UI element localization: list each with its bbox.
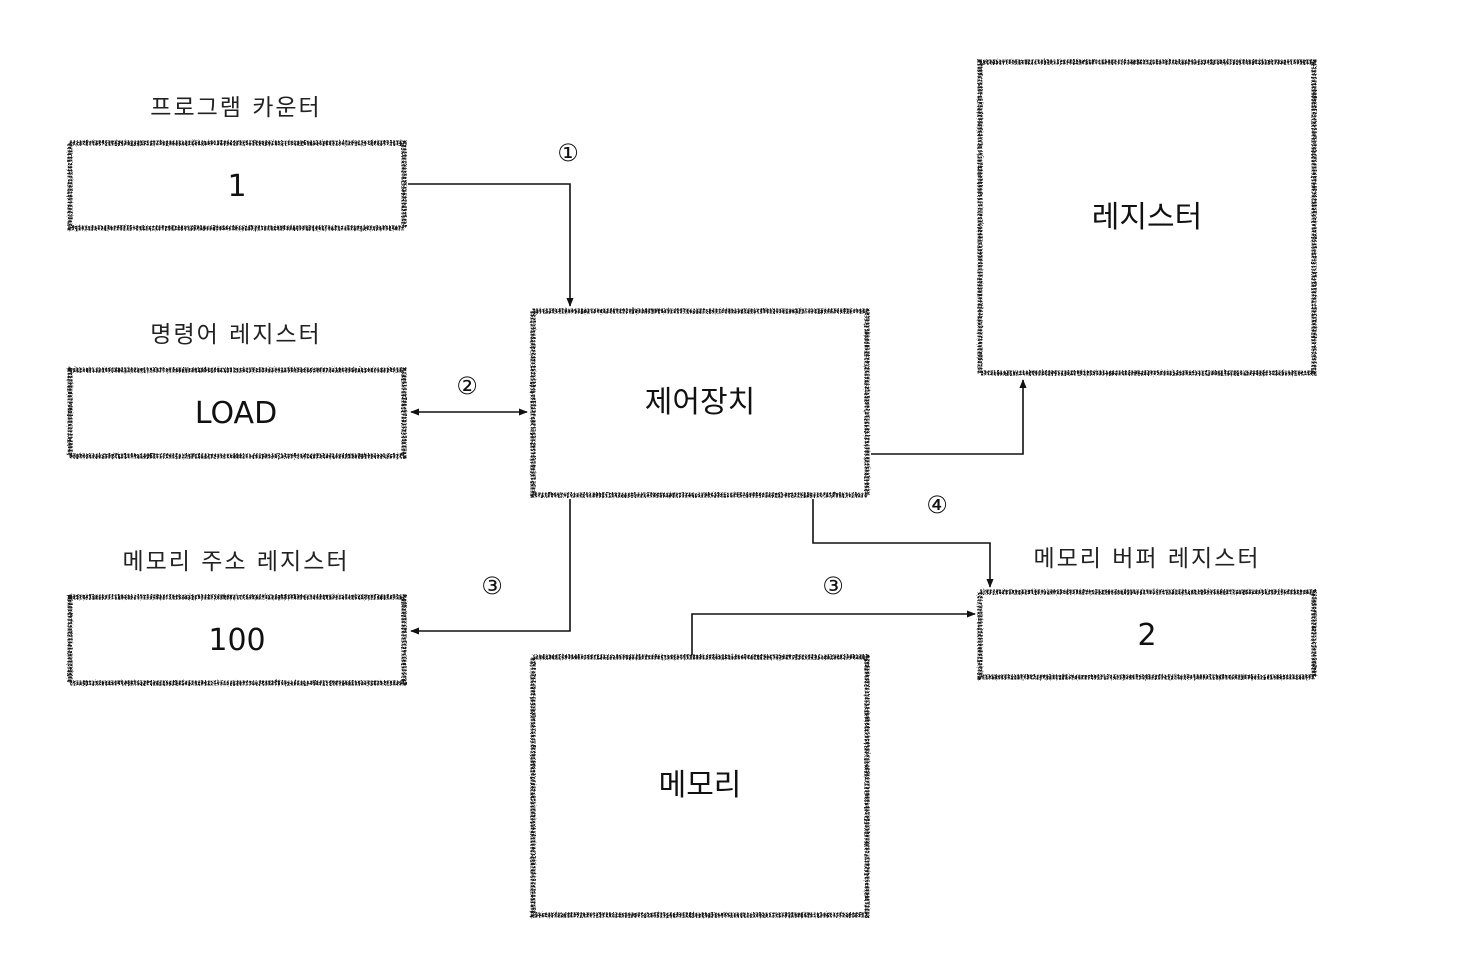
register: 레지스터 [977,59,1317,376]
arrow-memory-to-mbr [691,610,976,655]
control-unit-label: 제어장치 [645,385,755,420]
step-marker-4: ④ [926,491,948,519]
arrow-control-to-mbr [812,499,994,588]
program-counter-box [67,140,407,231]
control-unit: 제어장치 [530,308,870,498]
memory-address-register-box [67,594,407,686]
memory-buffer-register: 메모리 버퍼 레지스터 2 [977,546,1317,680]
memory-buffer-register-caption: 메모리 버퍼 레지스터 [1033,546,1260,572]
memory-address-register-caption: 메모리 주소 레지스터 [122,549,349,575]
memory-address-register-value: 100 [208,623,265,658]
program-counter-caption: 프로그램 카운터 [150,95,321,121]
arrow-pc-to-control [408,183,574,307]
memory-buffer-register-box [977,589,1317,680]
control-unit-box [530,308,870,498]
memory: 메모리 [530,654,870,918]
memory-label: 메모리 [659,768,742,803]
memory-box [530,654,870,918]
arrow-control-to-register [871,379,1027,455]
step-marker-1: ① [557,139,579,167]
step-marker-3-mar: ③ [481,572,503,600]
program-counter-value: 1 [227,169,246,204]
instruction-register: 명령어 레지스터 LOAD [67,322,407,459]
memory-address-register: 메모리 주소 레지스터 100 [67,549,407,686]
arrow-control-to-mar [410,499,571,635]
instruction-register-value: LOAD [195,396,277,431]
program-counter: 프로그램 카운터 1 [67,95,407,231]
step-marker-2: ② [456,372,478,400]
register-box [977,59,1317,376]
register-label: 레지스터 [1092,200,1202,235]
instruction-register-box [67,367,407,459]
memory-buffer-register-value: 2 [1137,618,1156,653]
instruction-register-caption: 명령어 레지스터 [150,322,321,348]
step-marker-3-mbr: ③ [822,572,844,600]
